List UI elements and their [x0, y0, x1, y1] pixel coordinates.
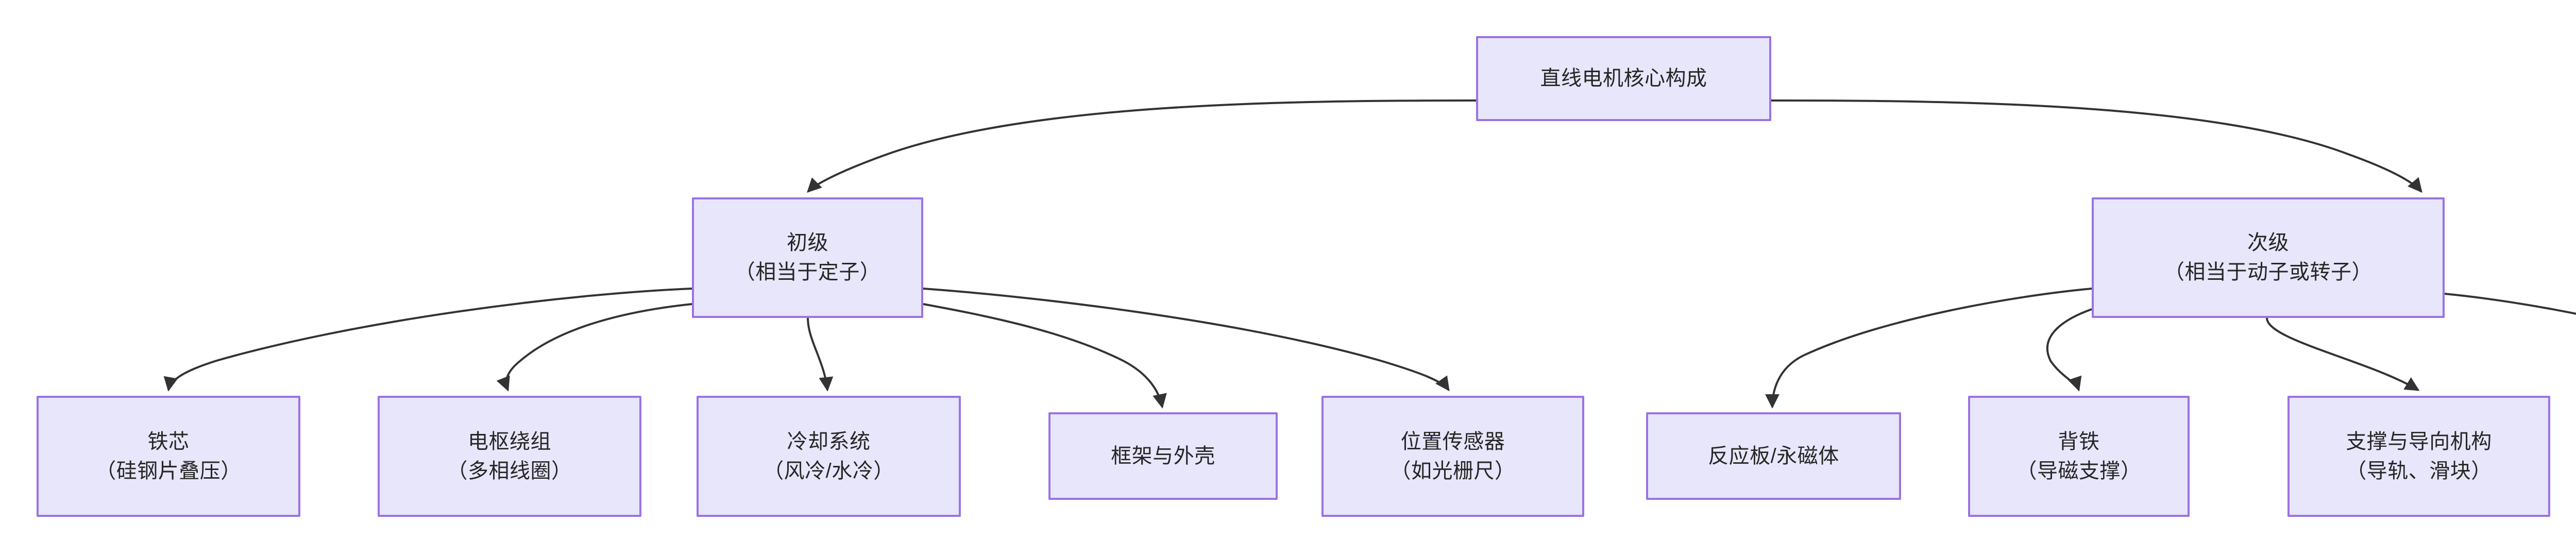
edge-secondary-to-reaction-plate	[1765, 288, 2092, 409]
node-secondary-line1: 次级	[2247, 231, 2289, 255]
node-back-iron-line1: 背铁	[2058, 430, 2100, 453]
edge-root-to-secondary	[1771, 99, 2422, 193]
edge-primary-to-iron-core	[163, 288, 692, 392]
node-position-sensor-line2: （如光栅尺）	[1390, 459, 1516, 482]
node-armature-winding-line2: （多相线圈）	[447, 459, 572, 482]
node-primary[interactable]: 初级 （相当于定子）	[692, 197, 923, 318]
node-cooling-system-line2: （风冷/水冷）	[763, 459, 894, 482]
node-iron-core[interactable]: 铁芯 （硅钢片叠压）	[37, 396, 300, 517]
node-cooling-system[interactable]: 冷却系统 （风冷/水冷）	[697, 396, 961, 517]
node-back-iron-line2: （导磁支撑）	[2016, 459, 2142, 482]
node-root-line1: 直线电机核心构成	[1540, 67, 1707, 90]
edge-secondary-to-support-guide	[2266, 317, 2420, 391]
edge-primary-to-position-sensor	[923, 288, 1450, 392]
edge-secondary-to-accessories	[2444, 293, 2576, 315]
node-position-sensor[interactable]: 位置传感器 （如光栅尺）	[1321, 396, 1584, 517]
node-support-guide-line1: 支撑与导向机构	[2346, 430, 2492, 453]
node-position-sensor-line1: 位置传感器	[1400, 430, 1505, 453]
node-reaction-plate-line1: 反应板/永磁体	[1708, 444, 1839, 467]
edge-primary-to-frame-housing	[923, 303, 1167, 409]
node-root[interactable]: 直线电机核心构成	[1476, 36, 1771, 121]
edge-secondary-to-back-iron	[2046, 308, 2092, 392]
node-armature-winding[interactable]: 电枢绕组 （多相线圈）	[378, 396, 641, 517]
node-frame-housing-line1: 框架与外壳	[1111, 444, 1215, 467]
edge-primary-to-armature-winding	[496, 303, 692, 392]
node-support-guide-line2: （导轨、滑块）	[2346, 459, 2492, 482]
node-reaction-plate[interactable]: 反应板/永磁体	[1646, 412, 1901, 500]
node-secondary[interactable]: 次级 （相当于动子或转子）	[2092, 197, 2445, 318]
node-frame-housing[interactable]: 框架与外壳	[1048, 412, 1278, 500]
node-back-iron[interactable]: 背铁 （导磁支撑）	[1968, 396, 2190, 517]
edge-primary-to-cooling-system	[807, 317, 834, 392]
node-support-guide[interactable]: 支撑与导向机构 （导轨、滑块）	[2287, 396, 2550, 517]
edge-root-to-primary	[807, 99, 1477, 193]
node-iron-core-line1: 铁芯	[147, 430, 190, 453]
node-cooling-system-line1: 冷却系统	[787, 430, 871, 453]
node-primary-line2: （相当于定子）	[734, 261, 881, 283]
node-iron-core-line2: （硅钢片叠压）	[95, 459, 242, 482]
node-secondary-line2: （相当于动子或转子）	[2164, 261, 2372, 283]
node-primary-line1: 初级	[787, 231, 828, 255]
node-armature-winding-line1: 电枢绕组	[468, 430, 551, 453]
